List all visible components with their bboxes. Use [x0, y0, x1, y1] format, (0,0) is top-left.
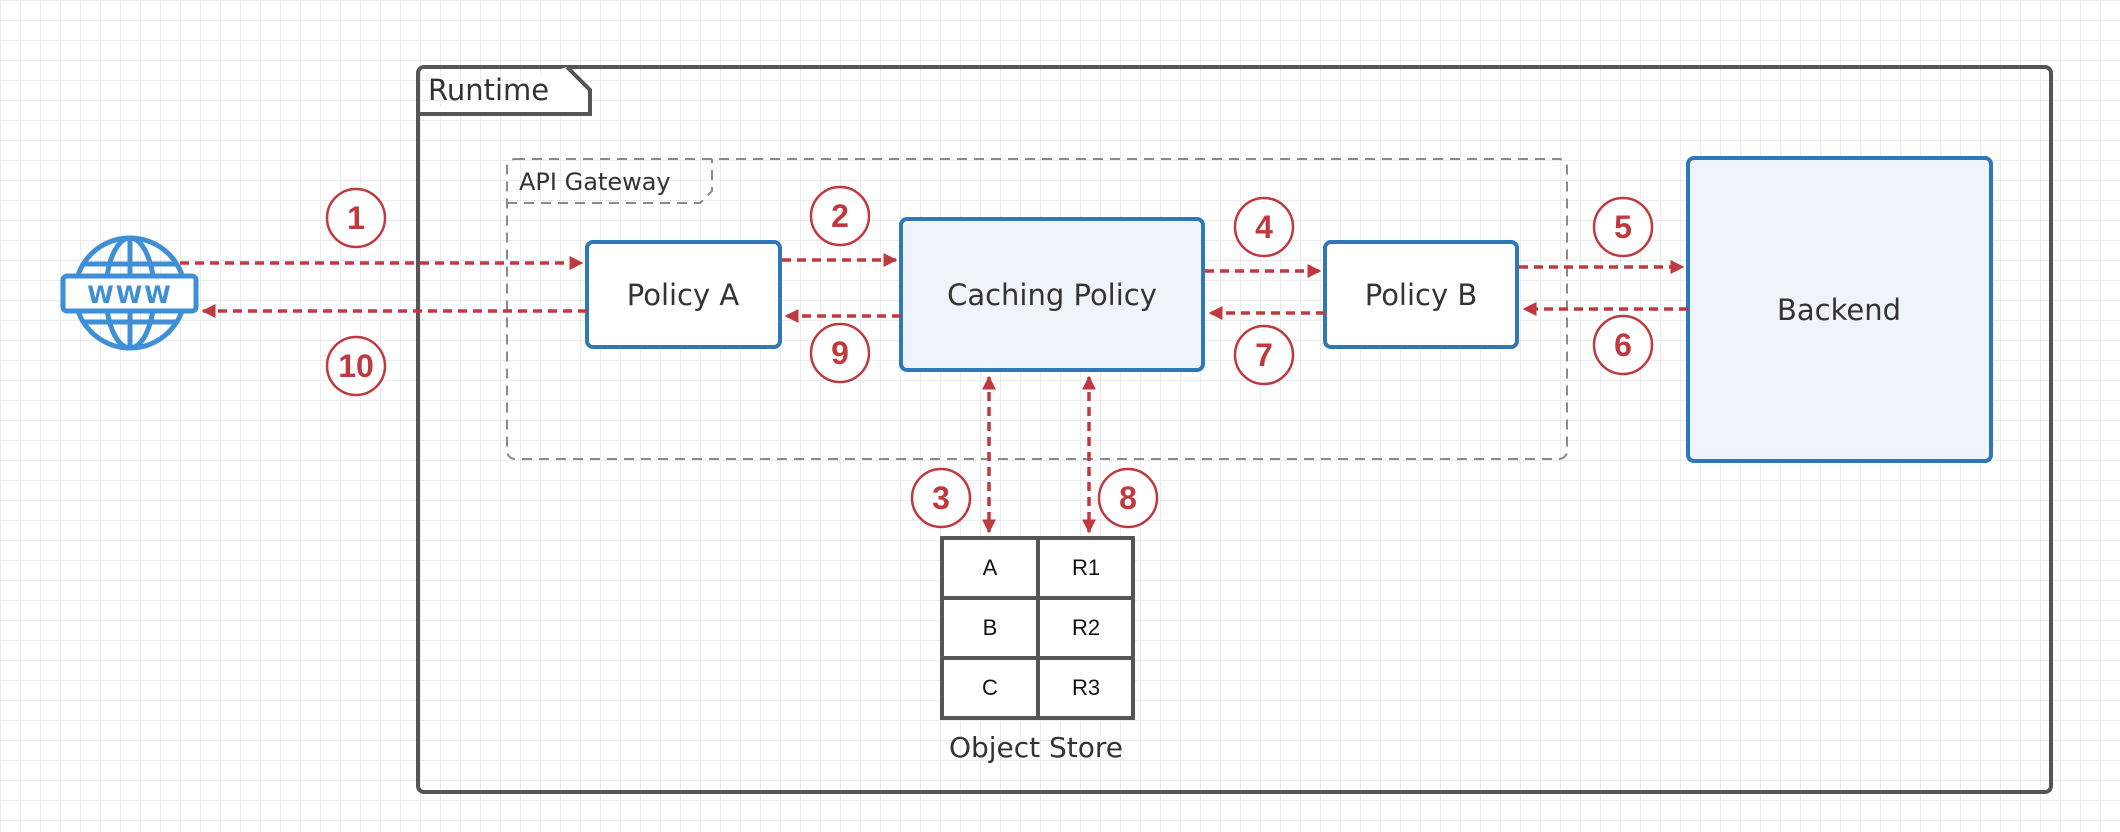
step-marker: 6	[1592, 314, 1654, 376]
runtime-label: Runtime	[428, 73, 549, 107]
step-6-number: 6	[1614, 327, 1632, 363]
api-gateway-label: API Gateway	[519, 168, 671, 196]
step-marker: 3	[910, 467, 972, 529]
policy-b-node[interactable]: Policy B	[1323, 240, 1519, 349]
policy-a-label: Policy A	[627, 278, 740, 312]
step-marker: 1	[325, 187, 387, 249]
object-store-key: B	[983, 615, 998, 640]
object-store-table[interactable]: A R1 B R2 C R3	[940, 536, 1135, 720]
object-store-value: R1	[1072, 555, 1100, 580]
policy-a-node[interactable]: Policy A	[585, 240, 782, 349]
step-7-number: 7	[1255, 337, 1273, 373]
object-store-value: R3	[1072, 675, 1100, 700]
step-3-number: 3	[932, 480, 950, 516]
step-5-number: 5	[1614, 209, 1632, 245]
backend-node[interactable]: Backend	[1686, 156, 1993, 463]
step-4-number: 4	[1255, 209, 1273, 245]
step-8-number: 8	[1119, 480, 1137, 516]
policy-b-label: Policy B	[1365, 278, 1478, 312]
www-icon-text: WWW	[87, 281, 172, 309]
step-marker: 7	[1233, 324, 1295, 386]
step-marker: 4	[1233, 196, 1295, 258]
www-globe-icon[interactable]: WWW	[60, 235, 199, 351]
object-store-label: Object Store	[949, 731, 1123, 764]
backend-label: Backend	[1777, 293, 1901, 327]
step-marker: 10	[325, 335, 387, 397]
caching-policy-label: Caching Policy	[947, 278, 1157, 312]
caching-policy-node[interactable]: Caching Policy	[899, 217, 1205, 372]
step-10-number: 10	[338, 348, 374, 384]
step-1-number: 1	[347, 200, 365, 236]
step-9-number: 9	[831, 335, 849, 371]
runtime-container[interactable]: Runtime	[416, 65, 2053, 794]
step-marker: 8	[1097, 467, 1159, 529]
object-store-key: A	[983, 555, 998, 580]
step-marker: 5	[1592, 196, 1654, 258]
step-marker: 2	[809, 185, 871, 247]
object-store-value: R2	[1072, 615, 1100, 640]
step-marker: 9	[809, 322, 871, 384]
step-2-number: 2	[831, 198, 849, 234]
object-store-key: C	[982, 675, 998, 700]
